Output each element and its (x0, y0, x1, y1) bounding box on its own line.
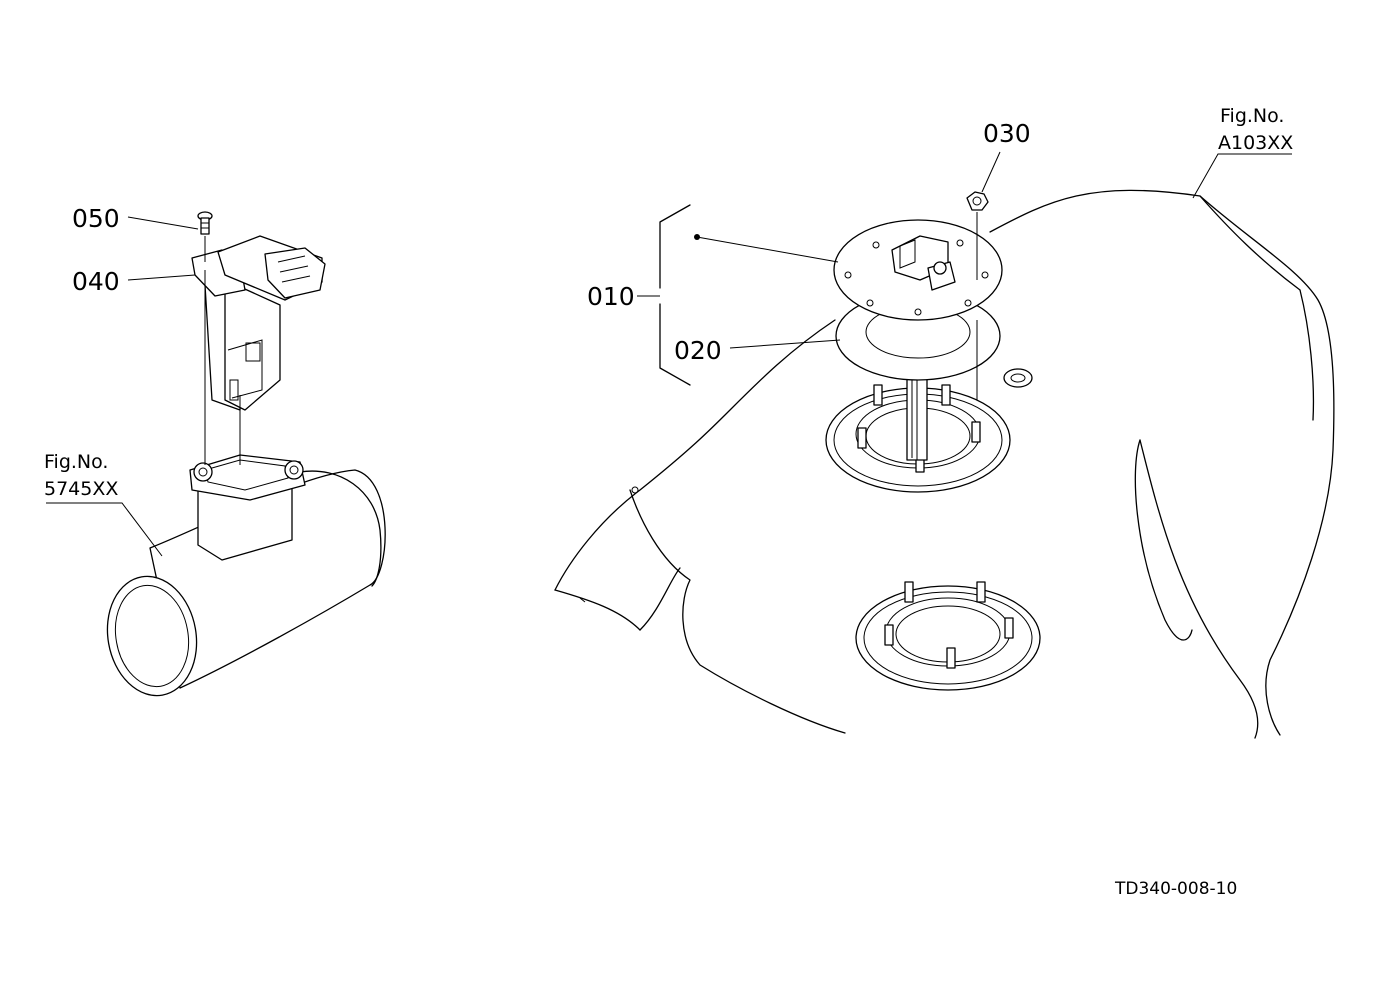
grommet (1003, 368, 1033, 388)
mounting-screw (197, 211, 213, 262)
fig-ref-right-line1: Fig.No. (1220, 105, 1284, 127)
leader-010 (696, 236, 839, 263)
leader-fig-right (1192, 153, 1292, 199)
fig-ref-right-line2: A103XX (1218, 132, 1293, 154)
leader-050 (127, 216, 199, 230)
leader-040 (127, 274, 196, 281)
assembly-guide-lines-left (204, 270, 241, 465)
fuel-tank (554, 189, 1335, 739)
fig-ref-left-line1: Fig.No. (44, 451, 108, 473)
callout-050: 050 (72, 204, 120, 233)
sensor-mount-boss (189, 454, 306, 561)
fig-ref-left-line2: 5745XX (44, 478, 118, 500)
callout-020: 020 (674, 336, 722, 365)
leader-020 (729, 339, 841, 349)
callout-030: 030 (983, 119, 1031, 148)
airflow-sensor (191, 235, 326, 411)
flange-nut (966, 191, 989, 400)
leader-030 (981, 151, 1001, 193)
ring-studs (857, 384, 1014, 669)
leader-fig-left (46, 502, 163, 557)
callout-040: 040 (72, 267, 120, 296)
drawing-code: TD340-008-10 (1114, 879, 1237, 899)
sender-flange-plate (833, 219, 1003, 321)
callout-010: 010 (587, 282, 635, 311)
